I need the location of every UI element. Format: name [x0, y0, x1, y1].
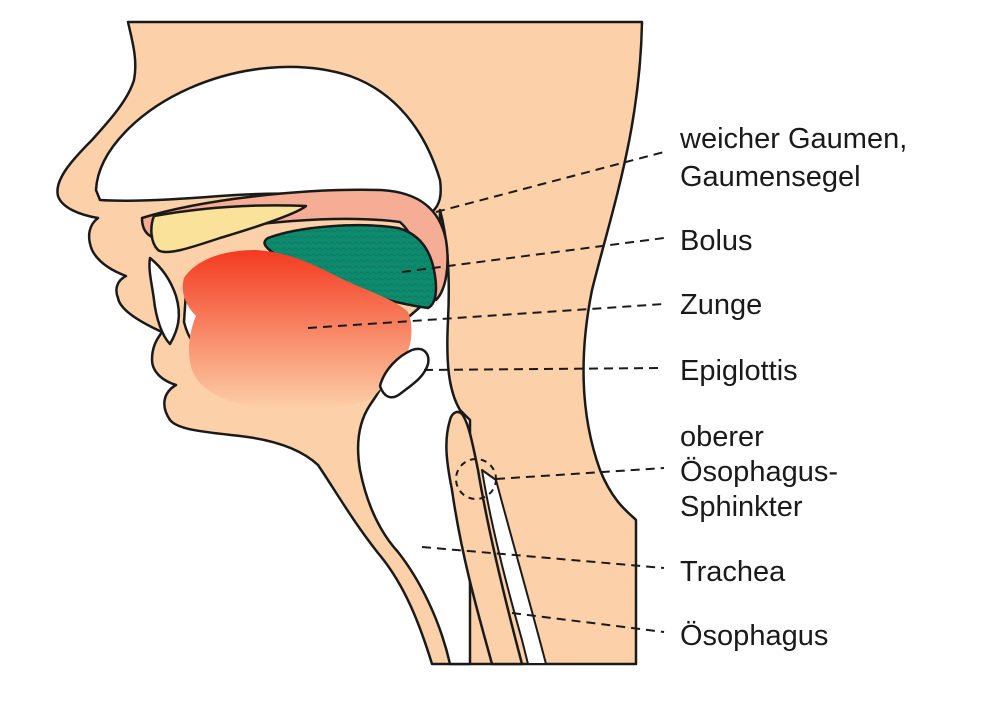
label-sphincter-line1: oberer	[680, 421, 764, 453]
leader-soft-palate	[435, 151, 665, 213]
label-trachea: Trachea	[680, 556, 786, 588]
label-soft-palate-line2: Gaumensegel	[680, 161, 861, 193]
label-epiglottis: Epiglottis	[680, 355, 798, 387]
label-sphincter-line3: Sphinkter	[680, 491, 803, 523]
nasal-cavity	[94, 65, 442, 214]
pharynx-cavity	[356, 208, 472, 666]
label-bolus: Bolus	[680, 225, 753, 257]
leader-trachea	[421, 546, 665, 569]
label-sphincter-line2: Ösophagus-	[680, 456, 838, 488]
tongue-shape	[182, 250, 412, 410]
leader-esophagus	[511, 612, 665, 633]
epiglottis-shape	[378, 347, 430, 399]
label-tongue: Zunge	[680, 289, 762, 321]
label-esophagus: Ösophagus	[680, 620, 828, 652]
hard-palate-bone	[150, 204, 308, 254]
tracheo-esophageal-wall	[445, 410, 524, 666]
leader-epiglottis	[423, 367, 665, 371]
leader-sphincter	[495, 467, 665, 480]
label-soft-palate-line1: weicher Gaumen,	[679, 123, 907, 155]
oral-vestibule	[148, 256, 181, 346]
